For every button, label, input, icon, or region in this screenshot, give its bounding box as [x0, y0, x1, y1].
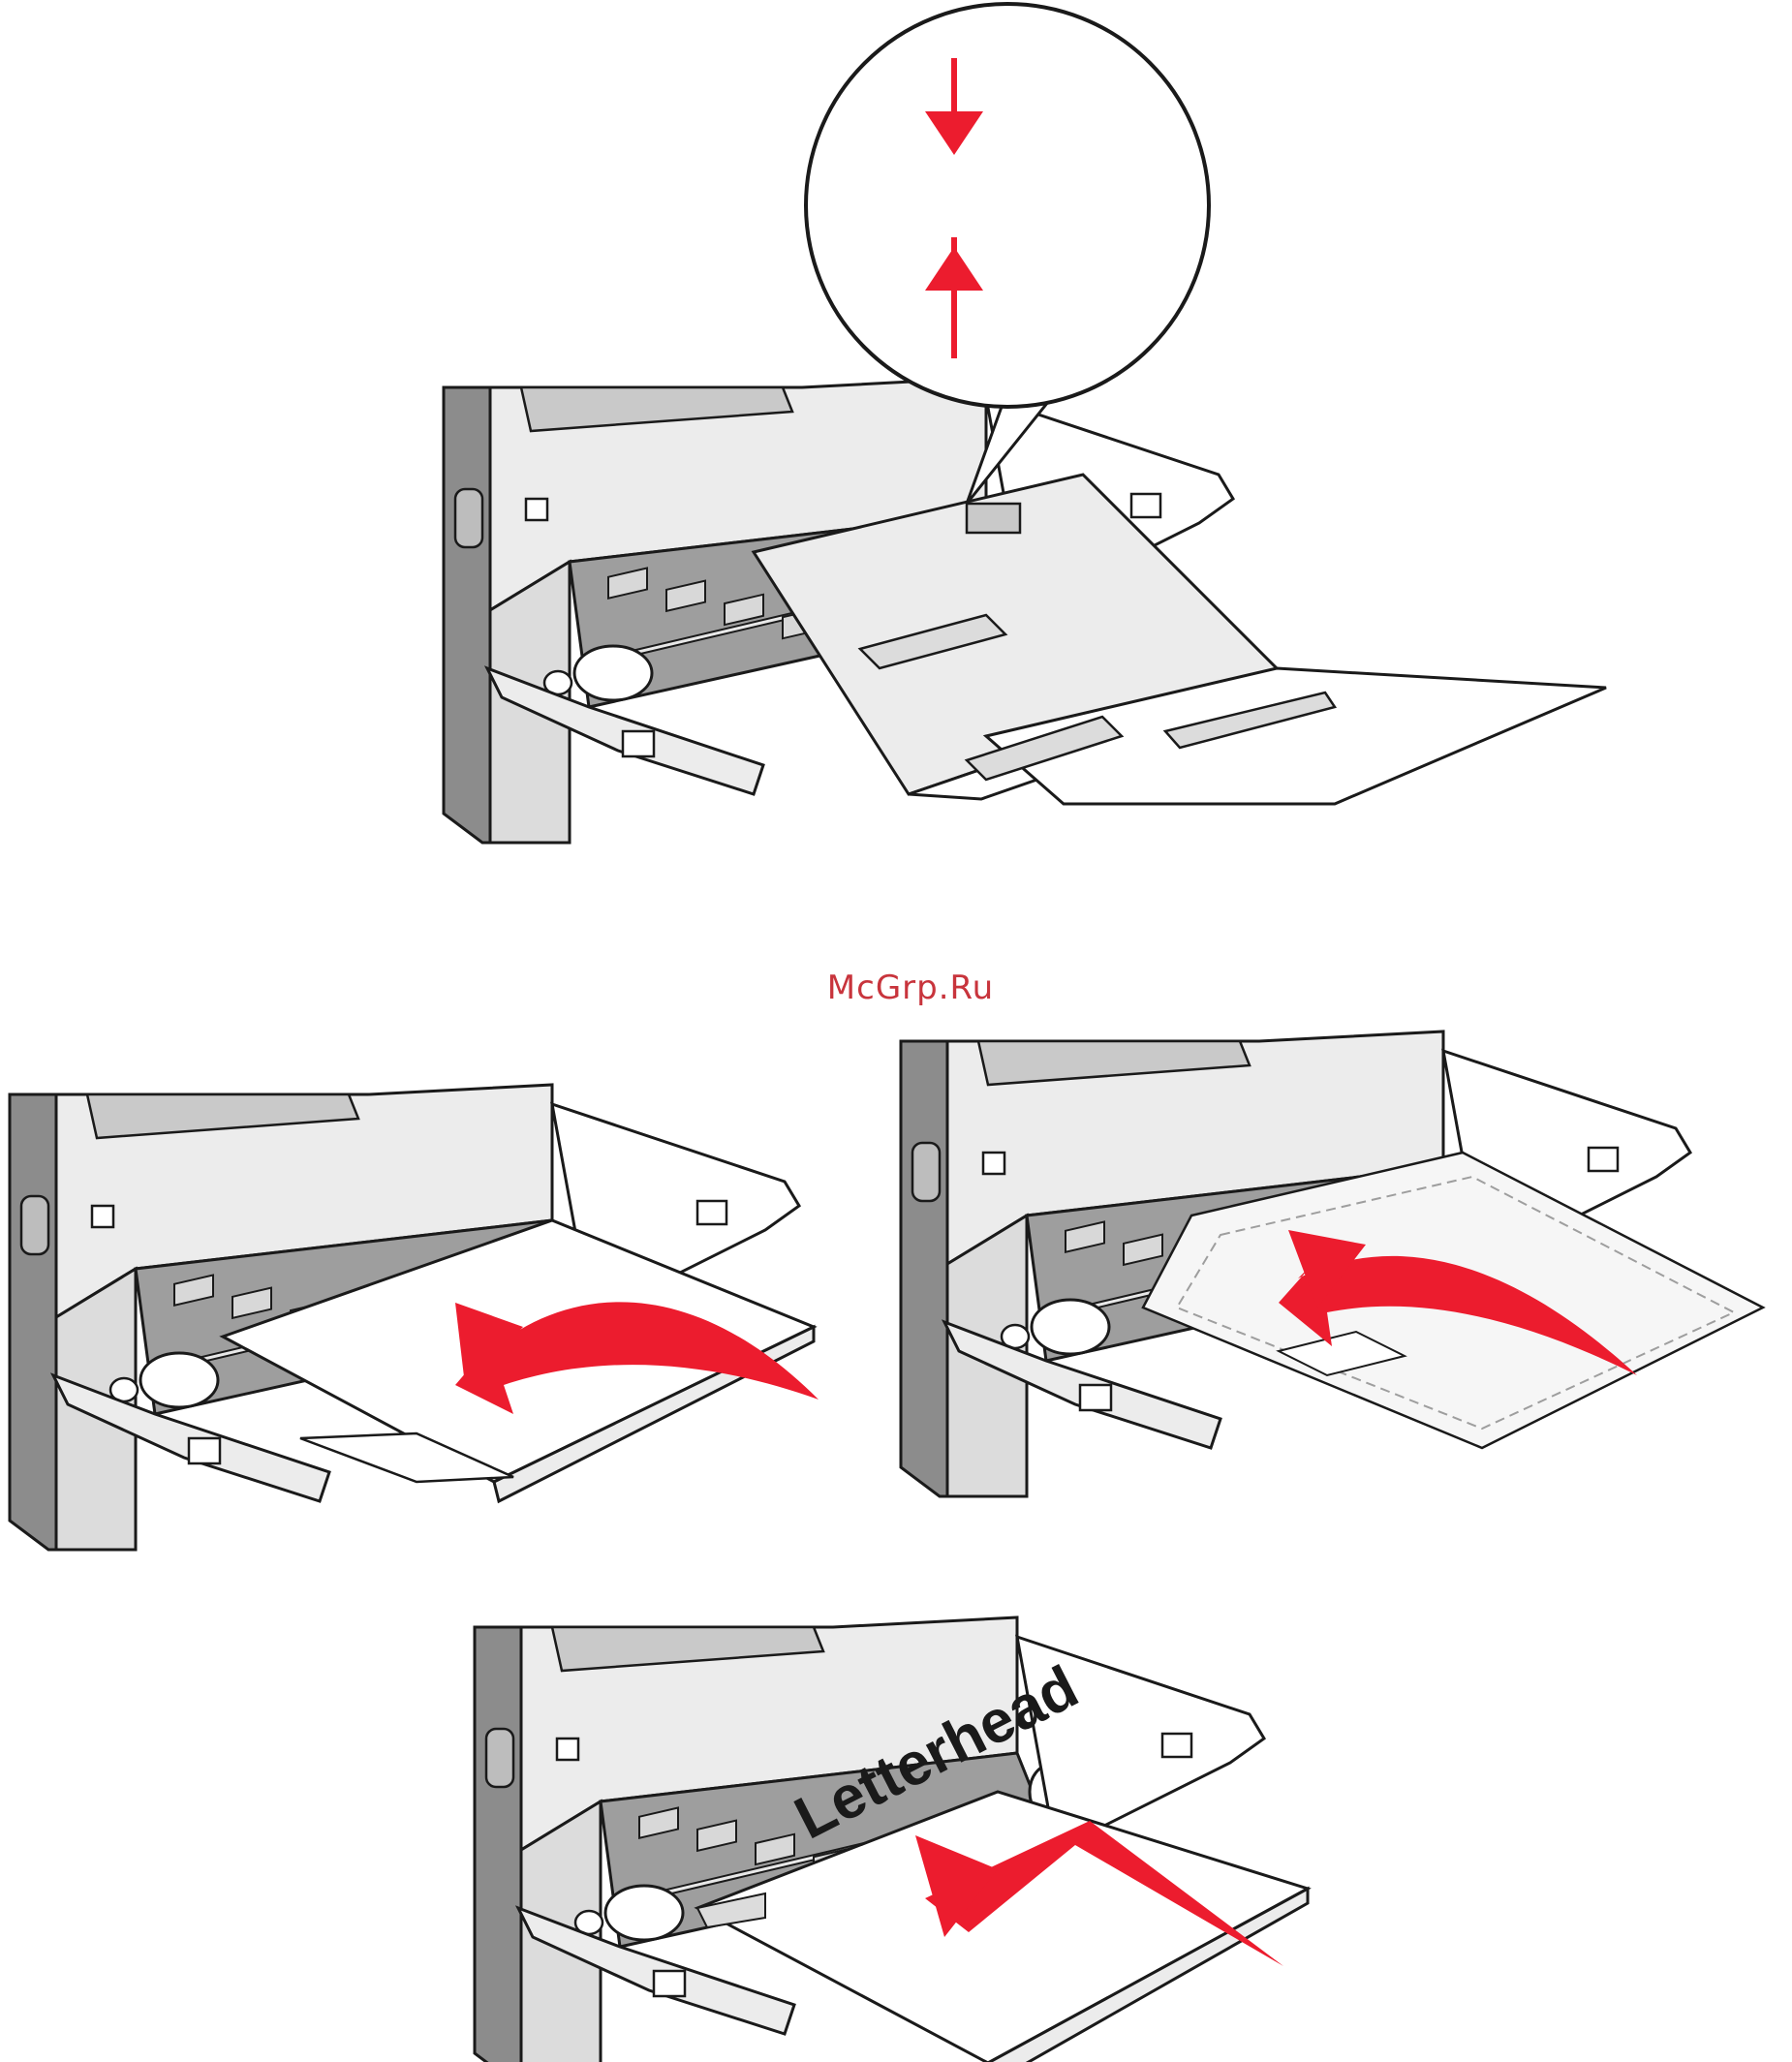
panel-letterhead-load: [475, 1617, 1308, 2062]
panel-guide-adjust: [444, 378, 1606, 843]
watermark: McGrp.Ru: [804, 969, 1017, 1007]
